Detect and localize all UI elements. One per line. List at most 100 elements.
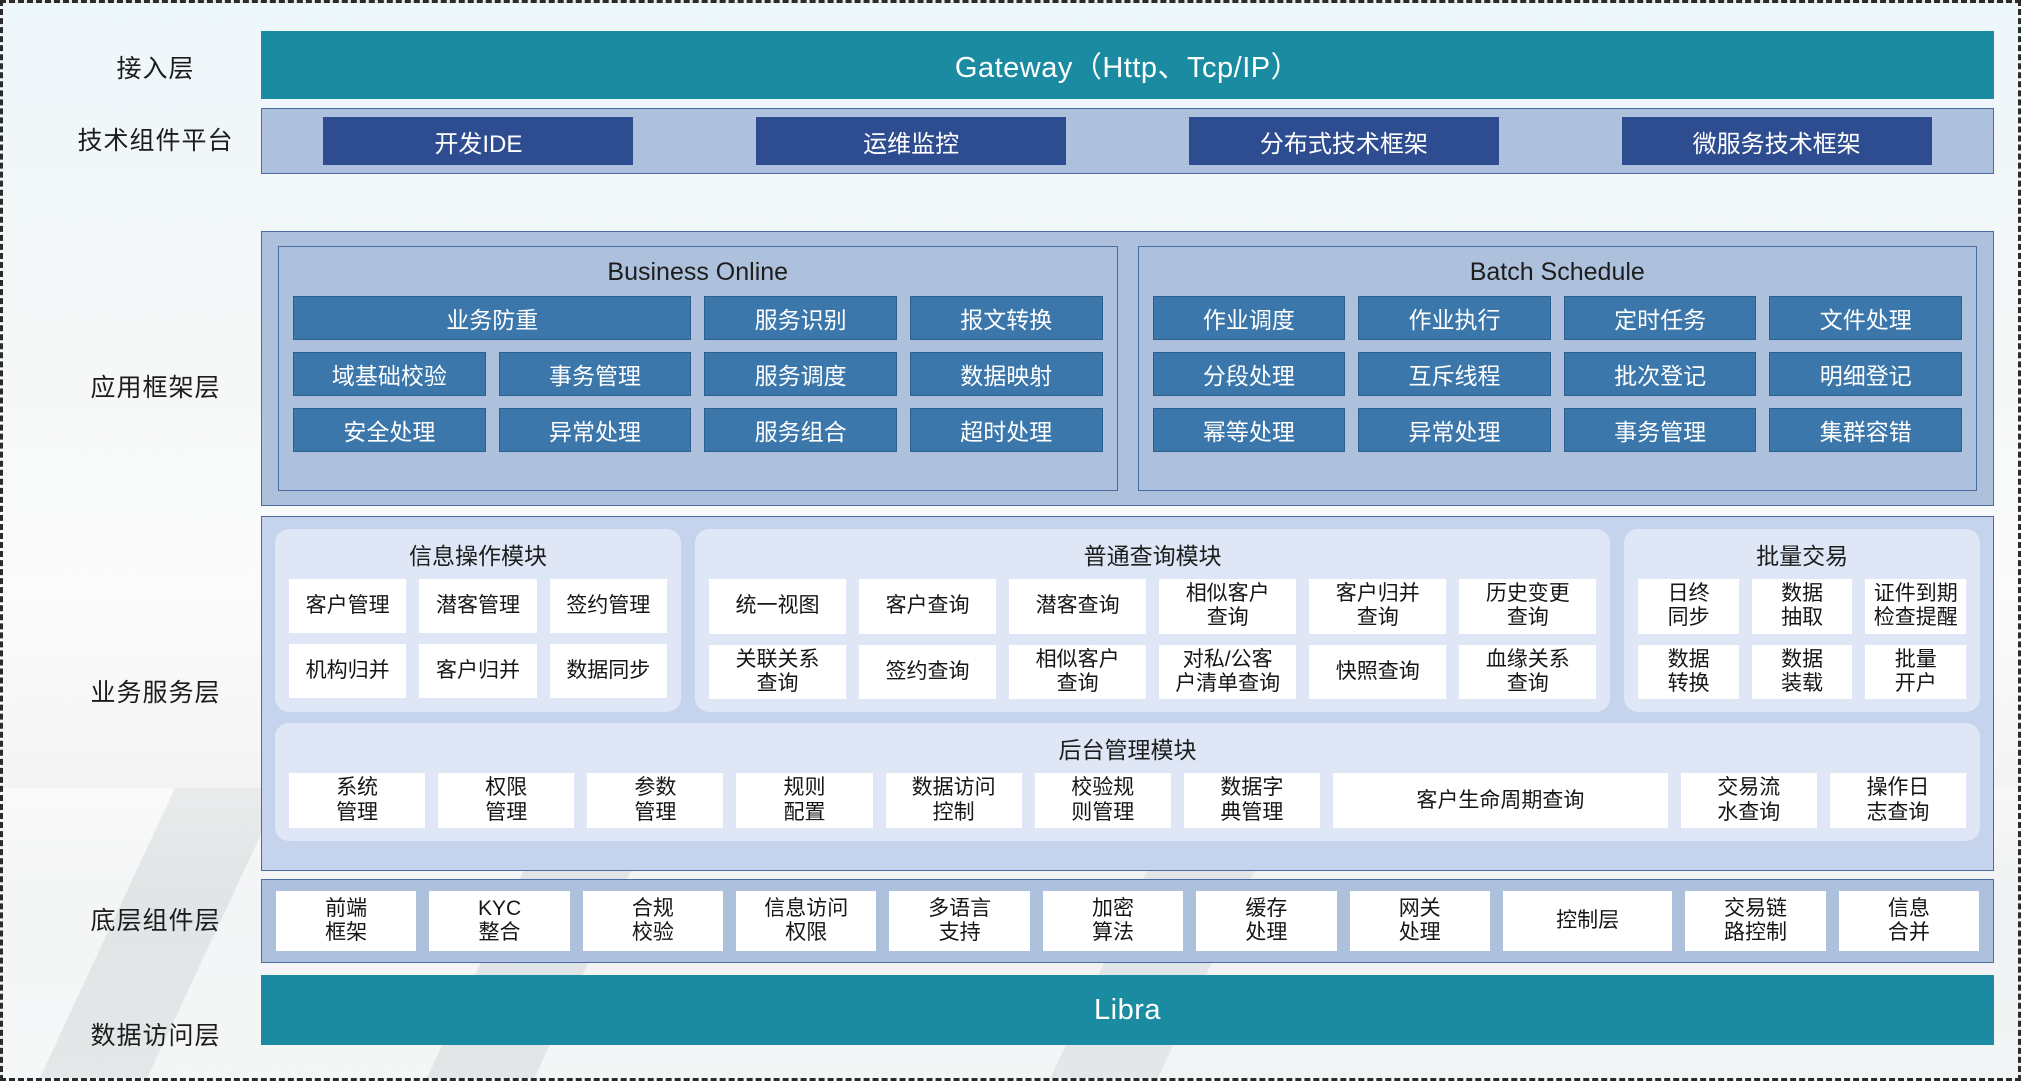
module-item[interactable]: 血缘关系查询 bbox=[1459, 644, 1597, 700]
app-cell[interactable]: 文件处理 bbox=[1769, 296, 1962, 340]
app-cell[interactable]: 域基础校验 bbox=[293, 352, 486, 396]
module-item[interactable]: 潜客管理 bbox=[419, 579, 537, 633]
app-cell[interactable]: 安全处理 bbox=[293, 408, 486, 452]
app-cell-row: 幂等处理 异常处理 事务管理 集群容错 bbox=[1152, 408, 1962, 452]
module-row: 关联关系查询 签约查询 相似客户查询 对私/公客户清单查询 快照查询 血缘关系查… bbox=[708, 644, 1597, 700]
app-cell[interactable]: 服务识别 bbox=[704, 296, 897, 340]
module-item[interactable]: 证件到期检查提醒 bbox=[1865, 579, 1966, 634]
app-cell[interactable]: 批次登记 bbox=[1563, 352, 1757, 396]
app-cell[interactable]: 互斥线程 bbox=[1358, 352, 1551, 396]
module-item[interactable]: 对私/公客户清单查询 bbox=[1159, 644, 1297, 700]
data-access-bar[interactable]: Libra bbox=[261, 975, 1994, 1045]
module-row: 客户管理 潜客管理 签约管理 bbox=[289, 579, 667, 633]
app-cell[interactable]: 明细登记 bbox=[1769, 352, 1962, 396]
module-item[interactable]: 权限管理 bbox=[438, 773, 575, 829]
layer-label-appframe: 应用框架层 bbox=[90, 374, 221, 402]
module-item[interactable]: 历史变更查询 bbox=[1459, 579, 1597, 634]
module-item[interactable]: 数据访问控制 bbox=[885, 773, 1022, 829]
module-item[interactable]: 批量开户 bbox=[1865, 644, 1966, 700]
component-item[interactable]: 网关处理 bbox=[1349, 891, 1490, 951]
module-title-batch-transaction: 批量交易 bbox=[1756, 543, 1849, 569]
module-item[interactable]: 统一视图 bbox=[708, 579, 847, 634]
module-row: 数据转换 数据装载 批量开户 bbox=[1638, 644, 1966, 700]
app-cell[interactable]: 报文转换 bbox=[909, 296, 1103, 340]
module-item[interactable]: 数据同步 bbox=[549, 644, 667, 698]
module-title-common-query: 普通查询模块 bbox=[1083, 543, 1222, 569]
component-item[interactable]: 合规校验 bbox=[582, 891, 724, 951]
tech-platform-band: 开发IDE 运维监控 分布式技术框架 微服务技术框架 bbox=[261, 108, 1994, 174]
module-common-query: 普通查询模块 统一视图 客户查询 潜客查询 相似客户查询 客户归并查询 历史变更… bbox=[694, 529, 1611, 713]
component-item[interactable]: 加密算法 bbox=[1042, 891, 1184, 951]
tech-button-ops[interactable]: 运维监控 bbox=[756, 117, 1067, 165]
app-cell[interactable]: 幂等处理 bbox=[1152, 408, 1346, 452]
module-item[interactable]: 潜客查询 bbox=[1009, 579, 1147, 634]
component-item[interactable]: 交易链路控制 bbox=[1685, 891, 1826, 951]
module-item[interactable]: 规则配置 bbox=[736, 773, 873, 829]
tech-button-ide[interactable]: 开发IDE bbox=[323, 117, 634, 165]
tech-button-microservice[interactable]: 微服务技术框架 bbox=[1621, 117, 1932, 165]
app-cell-row: 作业调度 作业执行 定时任务 文件处理 bbox=[1152, 296, 1962, 340]
app-group-business-online: Business Online 业务防重 服务识别 报文转换 域基础校验 事务管… bbox=[278, 246, 1118, 491]
module-item[interactable]: 数据转换 bbox=[1638, 644, 1739, 700]
app-cell[interactable]: 集群容错 bbox=[1769, 408, 1962, 452]
module-item[interactable]: 关联关系查询 bbox=[708, 644, 847, 700]
module-item[interactable]: 客户查询 bbox=[859, 579, 997, 634]
component-item[interactable]: 前端框架 bbox=[276, 891, 417, 951]
component-item[interactable]: 信息访问权限 bbox=[736, 891, 877, 951]
module-item[interactable]: 快照查询 bbox=[1309, 644, 1447, 700]
app-cell[interactable]: 定时任务 bbox=[1563, 296, 1757, 340]
app-cell[interactable]: 数据映射 bbox=[909, 352, 1103, 396]
module-item[interactable]: 数据字典管理 bbox=[1183, 773, 1320, 829]
module-item[interactable]: 客户生命周期查询 bbox=[1332, 773, 1668, 829]
module-row: 机构归并 客户归并 数据同步 bbox=[289, 644, 667, 698]
app-cell-row: 分段处理 互斥线程 批次登记 明细登记 bbox=[1152, 352, 1962, 396]
app-cell[interactable]: 事务管理 bbox=[498, 352, 692, 396]
module-item[interactable]: 参数管理 bbox=[587, 773, 724, 829]
app-cell[interactable]: 超时处理 bbox=[909, 408, 1103, 452]
component-item[interactable]: 缓存处理 bbox=[1196, 891, 1337, 951]
gateway-label: Gateway（Http、Tcp/IP） bbox=[954, 52, 1301, 84]
module-item[interactable]: 签约查询 bbox=[859, 644, 997, 700]
module-item[interactable]: 操作日志查询 bbox=[1829, 773, 1967, 829]
business-service-band: 信息操作模块 客户管理 潜客管理 签约管理 机构归并 客户归并 数据同步 普通查… bbox=[261, 516, 1994, 871]
app-cell-row: 域基础校验 事务管理 服务调度 数据映射 bbox=[293, 352, 1103, 396]
module-row: 统一视图 客户查询 潜客查询 相似客户查询 客户归并查询 历史变更查询 bbox=[708, 579, 1597, 634]
app-cell[interactable]: 作业执行 bbox=[1358, 296, 1551, 340]
app-group-batch-schedule: Batch Schedule 作业调度 作业执行 定时任务 文件处理 分段处理 … bbox=[1137, 246, 1977, 491]
tech-button-distributed[interactable]: 分布式技术框架 bbox=[1188, 117, 1499, 165]
module-item[interactable]: 相似客户查询 bbox=[1009, 644, 1147, 700]
module-title-backend-management: 后台管理模块 bbox=[1058, 737, 1197, 764]
app-cell-row: 业务防重 服务识别 报文转换 bbox=[293, 296, 1103, 340]
module-backend-management: 后台管理模块 系统管理 权限管理 参数管理 规则配置 数据访问控制 校验规则管理… bbox=[275, 723, 1980, 842]
app-cell[interactable]: 业务防重 bbox=[293, 296, 692, 340]
group-title-batch-schedule: Batch Schedule bbox=[1469, 258, 1645, 286]
component-item[interactable]: 信息合并 bbox=[1838, 891, 1980, 951]
module-item[interactable]: 日终同步 bbox=[1638, 579, 1739, 634]
module-item[interactable]: 校验规则管理 bbox=[1034, 773, 1171, 829]
gateway-bar[interactable]: Gateway（Http、Tcp/IP） bbox=[261, 31, 1994, 99]
module-item[interactable]: 机构归并 bbox=[289, 644, 407, 698]
app-cell[interactable]: 服务调度 bbox=[704, 352, 897, 396]
module-item[interactable]: 相似客户查询 bbox=[1159, 579, 1297, 634]
module-item[interactable]: 数据抽取 bbox=[1751, 579, 1853, 634]
app-cell[interactable]: 作业调度 bbox=[1152, 296, 1346, 340]
component-item[interactable]: 多语言支持 bbox=[889, 891, 1030, 951]
component-item[interactable]: 控制层 bbox=[1502, 891, 1673, 951]
app-framework-band: Business Online 业务防重 服务识别 报文转换 域基础校验 事务管… bbox=[261, 231, 1994, 506]
app-cell[interactable]: 异常处理 bbox=[498, 408, 692, 452]
module-item[interactable]: 系统管理 bbox=[289, 773, 426, 829]
module-item[interactable]: 数据装载 bbox=[1751, 644, 1853, 700]
module-item[interactable]: 客户归并查询 bbox=[1309, 579, 1447, 634]
app-cell[interactable]: 分段处理 bbox=[1152, 352, 1346, 396]
app-cell[interactable]: 异常处理 bbox=[1358, 408, 1551, 452]
module-item[interactable]: 交易流水查询 bbox=[1680, 773, 1817, 829]
app-cell[interactable]: 服务组合 bbox=[704, 408, 897, 452]
module-item[interactable]: 客户管理 bbox=[289, 579, 407, 633]
module-item[interactable]: 签约管理 bbox=[549, 579, 667, 633]
layer-label-tech: 技术组件平台 bbox=[77, 127, 234, 155]
app-cell[interactable]: 事务管理 bbox=[1563, 408, 1757, 452]
module-item[interactable]: 客户归并 bbox=[419, 644, 537, 698]
